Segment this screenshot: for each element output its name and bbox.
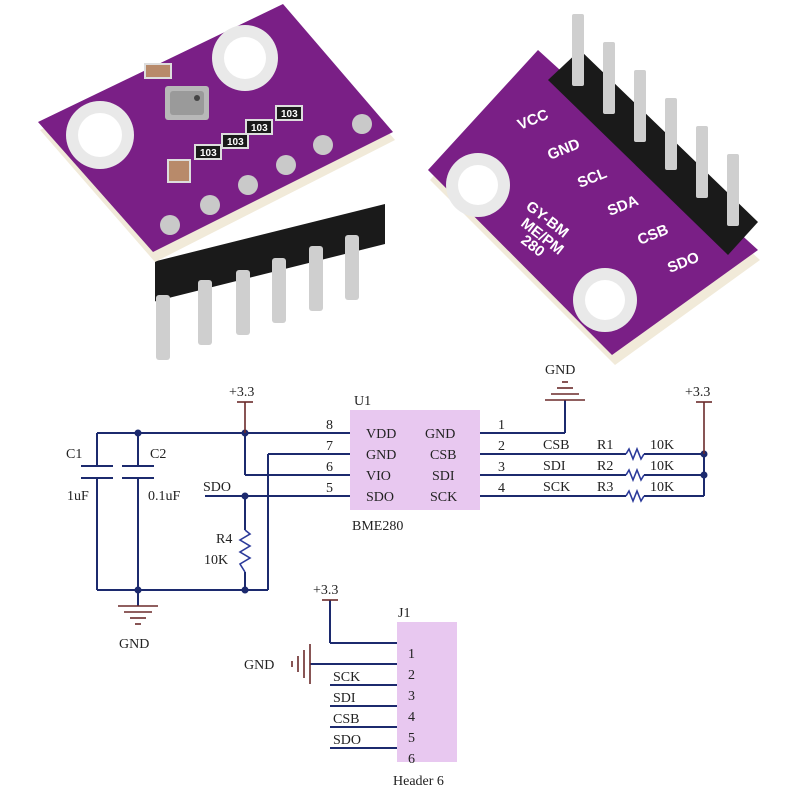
j1-pin-num: 6 <box>408 752 415 767</box>
j1-wires <box>310 600 397 749</box>
net-label-sdi: SDI <box>543 459 566 474</box>
ground-top: GND <box>545 363 585 401</box>
u1-pin-sdi: SDI <box>432 469 455 484</box>
resistor-r2: R2 10K <box>597 459 674 483</box>
board-front-view: VCC GND SCL SDA CSB SDO GY-BM ME/PM 280 <box>428 14 760 365</box>
power-3v3-left: +3.3 <box>229 385 254 433</box>
power-3v3-left-label: +3.3 <box>229 385 254 400</box>
j1-pin-num: 5 <box>408 731 415 746</box>
r1-ref: R1 <box>597 438 613 453</box>
r3-value: 10K <box>650 480 674 495</box>
net-label-sck: SCK <box>543 480 570 495</box>
sdo-net-label: SDO <box>203 480 231 495</box>
j1-net-csb: CSB <box>333 712 359 727</box>
resistor-r1: R1 10K <box>597 438 674 462</box>
junction <box>134 429 142 437</box>
schematic: U1 BME280 VDD GND VIO SDO GND CSB SDI SC… <box>66 363 712 789</box>
net-label-csb: CSB <box>543 438 569 453</box>
smd-label: 103 <box>251 123 268 134</box>
u1-pin-csb: CSB <box>430 448 456 463</box>
header-block-right <box>548 50 758 255</box>
pcb-left <box>38 4 393 252</box>
c2-ref: C2 <box>150 447 166 462</box>
mounting-hole-left-2 <box>212 25 278 91</box>
u1-pin-num: 8 <box>326 418 333 433</box>
r1-value: 10K <box>650 438 674 453</box>
resistor-r4: R4 10K <box>204 529 252 573</box>
header-pins-left-board <box>155 204 385 360</box>
mounting-hole-left-1 <box>66 101 134 169</box>
smd-label: 103 <box>281 109 298 120</box>
smd-label: 103 <box>227 137 244 148</box>
u1-pin-num: 4 <box>498 481 505 496</box>
smd-label: 103 <box>200 148 217 159</box>
c1-value: 1uF <box>67 489 89 504</box>
junction <box>700 471 708 479</box>
power-3v3-header: +3.3 <box>313 583 338 601</box>
u1-pin-num: 3 <box>498 460 505 475</box>
u1-pin-num: 5 <box>326 481 333 496</box>
j1-net-sdo: SDO <box>333 733 361 748</box>
c2-value: 0.1uF <box>148 489 181 504</box>
header-pins-right-board <box>572 14 739 226</box>
power-3v3-header-label: +3.3 <box>313 583 338 598</box>
ground-header: GND <box>244 644 311 684</box>
u1-pin-sdo: SDO <box>366 490 394 505</box>
u1-pin-gnd-right: GND <box>425 427 455 442</box>
u1-pin-num: 2 <box>498 439 505 454</box>
j1-ref: J1 <box>398 606 410 621</box>
u1-ref: U1 <box>354 394 371 409</box>
junction <box>241 492 249 500</box>
ground-left: GND <box>118 605 158 652</box>
ground-header-label: GND <box>244 658 274 673</box>
resistor-r3: R3 10K <box>597 480 674 504</box>
u1-body <box>350 410 480 510</box>
capacitor-smd <box>144 63 191 183</box>
r4-ref: R4 <box>216 532 232 547</box>
c1-ref: C1 <box>66 447 82 462</box>
u1-pin-vio: VIO <box>366 469 391 484</box>
j1-pin-num: 2 <box>408 668 415 683</box>
j1-name: Header 6 <box>393 774 444 789</box>
r4-value: 10K <box>204 553 228 568</box>
bme280-chip <box>165 86 209 120</box>
j1-pin-num: 1 <box>408 647 415 662</box>
capacitor-c1: C1 1uF <box>66 447 113 504</box>
u1-pin-gnd-left: GND <box>366 448 396 463</box>
j1-pin-num: 3 <box>408 689 415 704</box>
u1-pin-num: 1 <box>498 418 505 433</box>
j1-net-sdi: SDI <box>333 691 356 706</box>
ground-left-label: GND <box>119 637 149 652</box>
left-wires <box>96 432 350 606</box>
power-3v3-right: +3.3 <box>685 385 712 454</box>
board-back-view: 103 103 103 103 <box>38 4 395 360</box>
smd-resistors: 103 103 103 103 <box>194 105 303 160</box>
solder-joints <box>160 114 372 235</box>
j1-pin-num: 4 <box>408 710 415 725</box>
r2-ref: R2 <box>597 459 613 474</box>
ground-top-label: GND <box>545 363 575 378</box>
r3-ref: R3 <box>597 480 613 495</box>
u1-pin-sck: SCK <box>430 490 457 505</box>
u1-pin-vdd: VDD <box>366 427 396 442</box>
u1-name: BME280 <box>352 519 403 534</box>
mounting-hole-right-1 <box>446 153 510 217</box>
u1-pin-num: 6 <box>326 460 333 475</box>
capacitor-c2: C2 0.1uF <box>122 447 181 504</box>
right-wires <box>480 400 705 497</box>
pcb-right <box>428 50 758 355</box>
junction <box>241 586 249 594</box>
j1-body <box>397 622 457 762</box>
r2-value: 10K <box>650 459 674 474</box>
junction <box>134 586 142 594</box>
power-3v3-right-label: +3.3 <box>685 385 710 400</box>
j1-net-sck: SCK <box>333 670 360 685</box>
u1-pin-num: 7 <box>326 439 333 454</box>
mounting-hole-right-2 <box>573 268 637 332</box>
